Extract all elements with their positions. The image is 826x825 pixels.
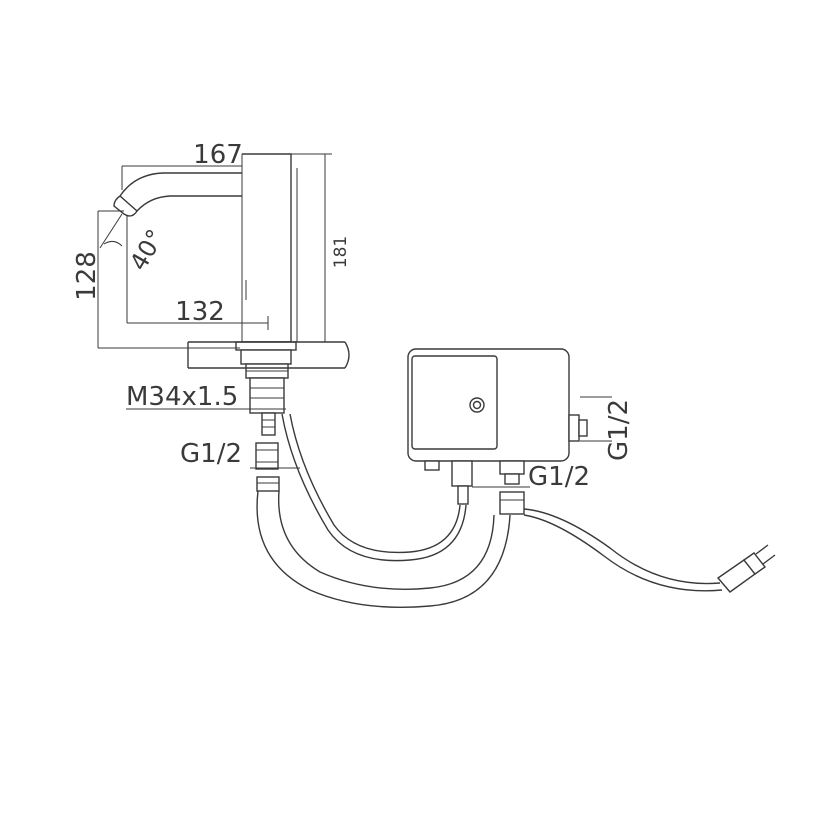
box-outlet-fitting (499, 460, 525, 475)
inlet-nut (255, 442, 279, 470)
label-box-outlet-thread: G1/2 (528, 462, 590, 492)
dimension-spout-reach: 132 (175, 297, 225, 327)
dimension-spout-height: 128 (72, 251, 102, 301)
faucet-base-flange (235, 341, 297, 351)
sensor-cable (281, 413, 467, 562)
dimension-total-height: 181 (331, 236, 351, 268)
power-plug-icon (716, 544, 776, 593)
dimension-spout-angle: 40° (124, 225, 170, 276)
power-cable (523, 508, 721, 585)
faucet-column (242, 153, 292, 343)
shank-and-connectors (249, 377, 285, 492)
control-box-cover (411, 355, 498, 450)
faucet-spout (119, 172, 242, 197)
box-side-inlet (568, 414, 580, 442)
countertop (187, 341, 350, 369)
control-box (407, 348, 588, 515)
dimension-lines (97, 153, 612, 488)
label-mounting-thread: M34x1.5 (126, 382, 238, 412)
mounting-shank (249, 377, 285, 414)
label-box-side-thread: G1/2 (604, 399, 634, 461)
dimension-overall-width: 167 (193, 140, 243, 170)
label-inlet-thread: G1/2 (180, 439, 242, 469)
water-hose (256, 490, 511, 608)
